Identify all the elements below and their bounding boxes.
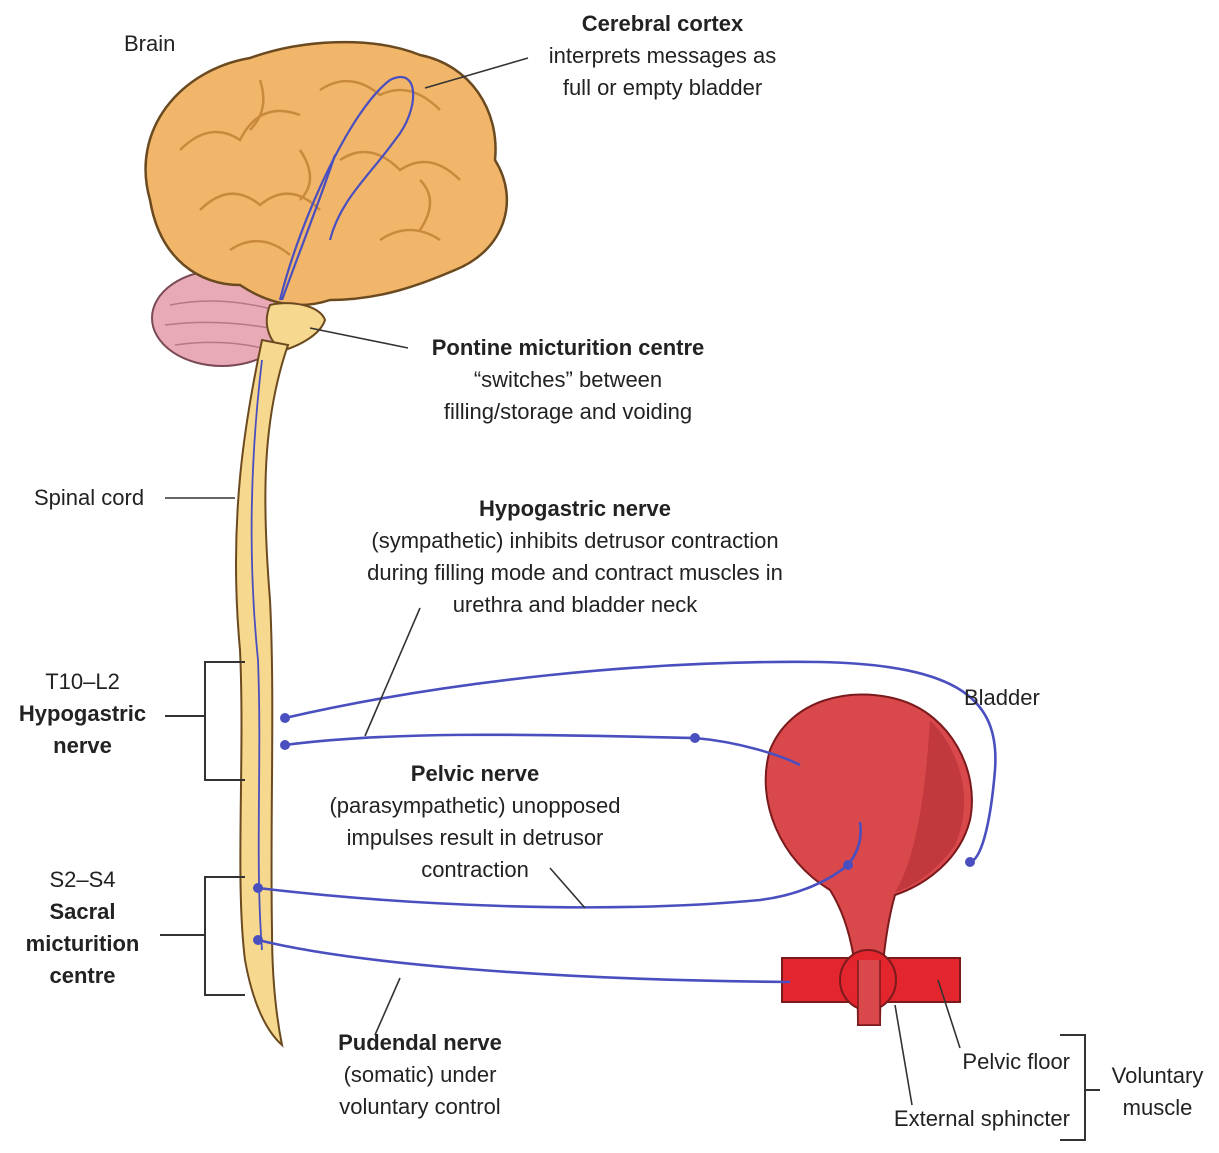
label-spinal-cord: Spinal cord — [34, 482, 144, 514]
pontine-leader — [310, 328, 408, 348]
brain-illustration — [146, 42, 507, 366]
hypo-leader — [365, 608, 420, 736]
label-cerebral-cortex: Cerebral cortex interprets messages as f… — [530, 8, 795, 104]
t10-bracket — [205, 662, 245, 780]
sphincter-leader — [895, 1005, 912, 1105]
s2-bracket — [205, 877, 245, 995]
label-external-sphincter: External sphincter — [860, 1103, 1070, 1135]
pudendal-nerve — [258, 940, 790, 982]
label-bladder: Bladder — [964, 682, 1040, 714]
label-s2-s4: S2–S4 Sacral micturition centre — [5, 864, 160, 992]
label-hypogastric: Hypogastric nerve (sympathetic) inhibits… — [330, 493, 820, 621]
label-pudendal-nerve: Pudendal nerve (somatic) under voluntary… — [315, 1027, 525, 1123]
label-pelvic-nerve: Pelvic nerve (parasympathetic) unopposed… — [320, 758, 630, 886]
label-brain: Brain — [124, 28, 175, 60]
bladder-illustration — [766, 694, 972, 1025]
label-voluntary-muscle: Voluntary muscle — [1100, 1060, 1215, 1124]
label-pontine: Pontine micturition centre “switches” be… — [408, 332, 728, 428]
label-pelvic-floor: Pelvic floor — [930, 1046, 1070, 1078]
label-t10-l2: T10–L2 Hypogastric nerve — [5, 666, 160, 762]
urethra — [858, 960, 880, 1025]
